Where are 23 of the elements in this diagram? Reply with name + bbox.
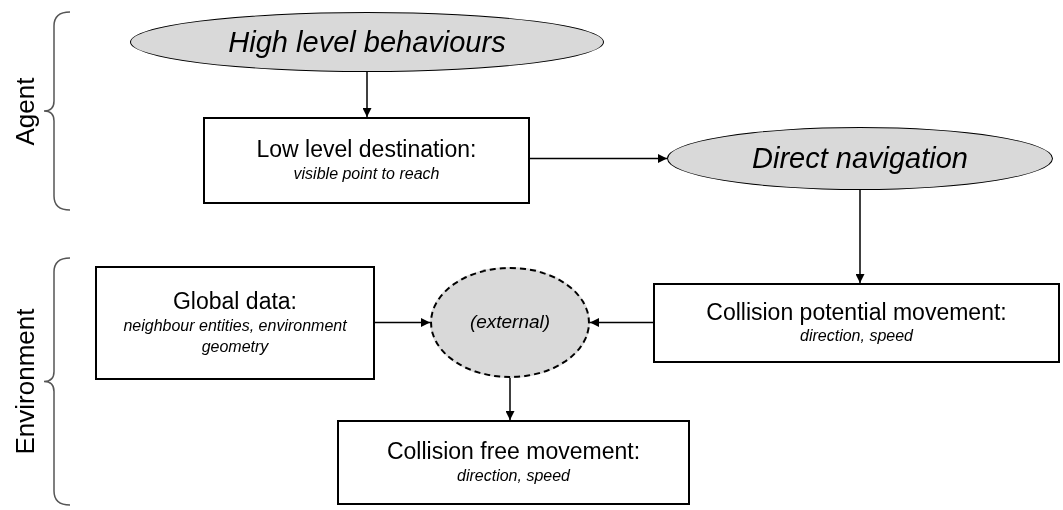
- arrow: [362, 71, 372, 118]
- node-title: High level behaviours: [228, 24, 506, 60]
- group-label: Environment: [10, 308, 42, 454]
- node-title: Direct navigation: [752, 141, 968, 176]
- process-box: [337, 420, 690, 505]
- process-box: [203, 117, 530, 204]
- node-title: (external): [469, 311, 551, 334]
- node-detail: direction, speed: [800, 326, 913, 347]
- node-detail: direction, speed: [457, 465, 570, 486]
- arrow: [855, 189, 865, 284]
- group-label: Agent: [10, 77, 42, 145]
- node-title: Global data:: [173, 288, 297, 316]
- process-box: [95, 266, 375, 380]
- node-title: Collision free movement:: [386, 438, 641, 466]
- process-box: [653, 283, 1060, 363]
- arrow: [529, 154, 668, 163]
- arrow: [589, 318, 654, 327]
- node-detail: neighbour entities, environment geometry: [122, 316, 348, 357]
- node-title: Collision potential movement:: [706, 298, 1007, 327]
- node-detail: visible point to reach: [293, 163, 440, 184]
- node-title: Low level destination:: [256, 136, 477, 164]
- arrow: [374, 318, 431, 327]
- arrow: [505, 377, 515, 421]
